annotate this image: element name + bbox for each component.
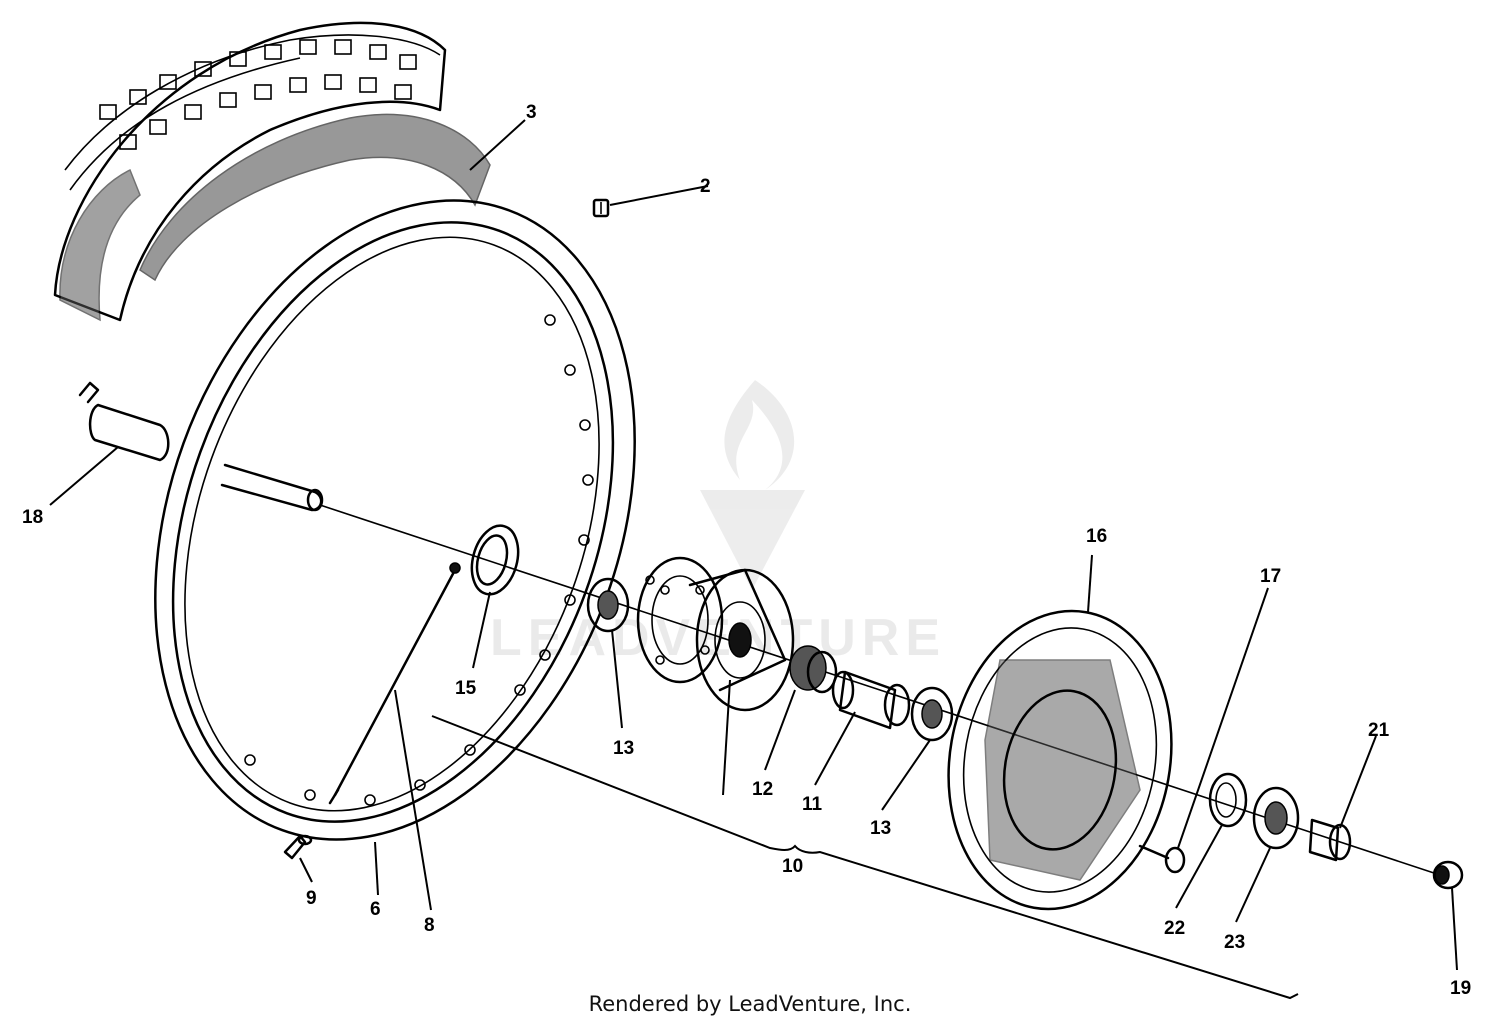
bearing-part-13-left	[586, 577, 630, 633]
brake-disc-part-16	[947, 609, 1173, 911]
bearing-part-23	[1252, 786, 1300, 850]
axle-nut-part-19	[1432, 860, 1464, 890]
axle-part-18	[78, 381, 324, 512]
callout-11: 11	[802, 794, 823, 815]
hub-part-10	[636, 556, 795, 712]
hub-bolt-holes	[645, 575, 710, 665]
callout-15: 15	[455, 678, 477, 699]
callout-17: 17	[1260, 566, 1281, 587]
leader-lines	[49, 119, 1458, 971]
nipple-part-9	[283, 834, 313, 860]
rendered-by-credit: Rendered by LeadVenture, Inc.	[588, 992, 912, 1016]
callout-19: 19	[1450, 978, 1471, 999]
seal-part-15	[470, 524, 520, 596]
tire-illustration	[53, 21, 491, 322]
callout-8: 8	[424, 915, 435, 936]
callout-10: 10	[782, 856, 803, 877]
seal-part-22	[1208, 772, 1248, 828]
tire-knobs	[99, 39, 417, 150]
rim-spoke-holes	[244, 314, 594, 806]
callout-3: 3	[526, 102, 537, 123]
callout-12: 12	[752, 779, 773, 800]
bearing-part-13-right	[910, 686, 954, 742]
callout-2: 2	[700, 176, 711, 197]
callout-21: 21	[1368, 720, 1390, 741]
watermark-logo	[700, 380, 805, 590]
spacer-part-21	[1308, 818, 1352, 862]
spacer-part-11	[831, 670, 911, 730]
callout-13-right: 13	[870, 818, 891, 839]
spacer-part-12	[789, 645, 838, 694]
callout-13-left: 13	[613, 738, 634, 759]
callout-16: 16	[1086, 526, 1107, 547]
callout-9: 9	[306, 888, 317, 909]
callout-22: 22	[1164, 918, 1185, 939]
valve-cap-part-2	[592, 198, 610, 218]
callout-18: 18	[22, 507, 43, 528]
hub-assembly-bracket	[431, 715, 1299, 1000]
disc-bolt-part-17	[1138, 844, 1186, 874]
spoke-part-8	[328, 562, 461, 805]
callout-23: 23	[1224, 932, 1245, 953]
rim-illustration	[154, 199, 636, 841]
callout-6: 6	[370, 899, 381, 920]
